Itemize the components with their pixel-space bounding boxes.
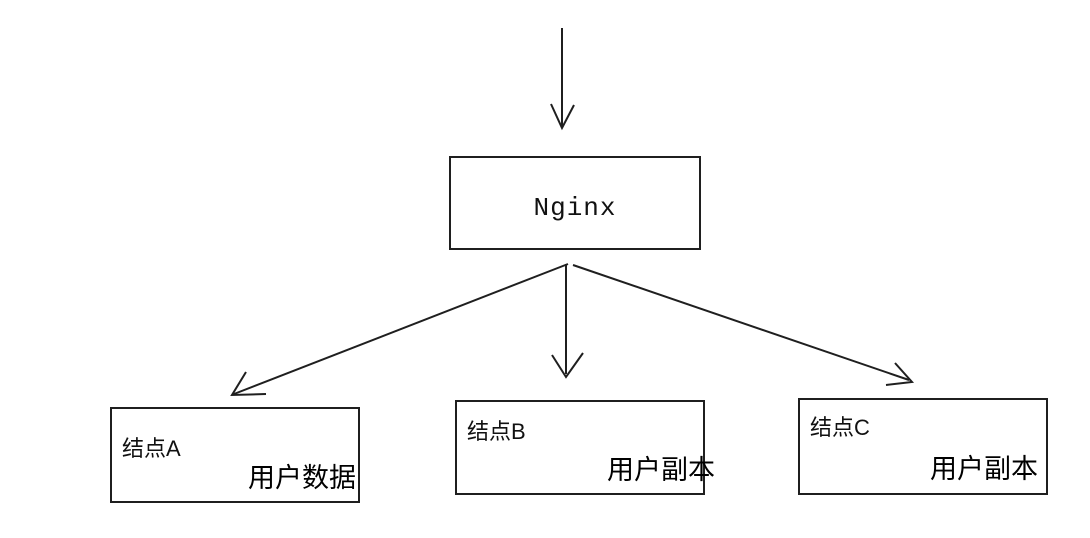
arrow-to-node-b: [551, 264, 584, 379]
node-c-sublabel: 用户副本: [930, 454, 1038, 484]
node-b-sublabel: 用户副本: [607, 455, 715, 485]
nginx-box: Nginx: [449, 156, 701, 250]
node-b-box: 结点B 用户副本: [455, 400, 715, 495]
nginx-label: Nginx: [533, 193, 617, 223]
node-c-box: 结点C 用户副本: [798, 398, 1048, 495]
node-a-sublabel: 用户数据: [248, 463, 356, 493]
arrow-to-node-c: [572, 264, 915, 386]
node-a-box: 结点A 用户数据: [110, 407, 360, 503]
node-c-title: 结点C: [810, 415, 870, 440]
node-b-title: 结点B: [467, 419, 526, 444]
arrow-to-node-a: [230, 263, 569, 397]
arrow-into-nginx: [550, 28, 575, 131]
node-a-title: 结点A: [122, 436, 181, 461]
